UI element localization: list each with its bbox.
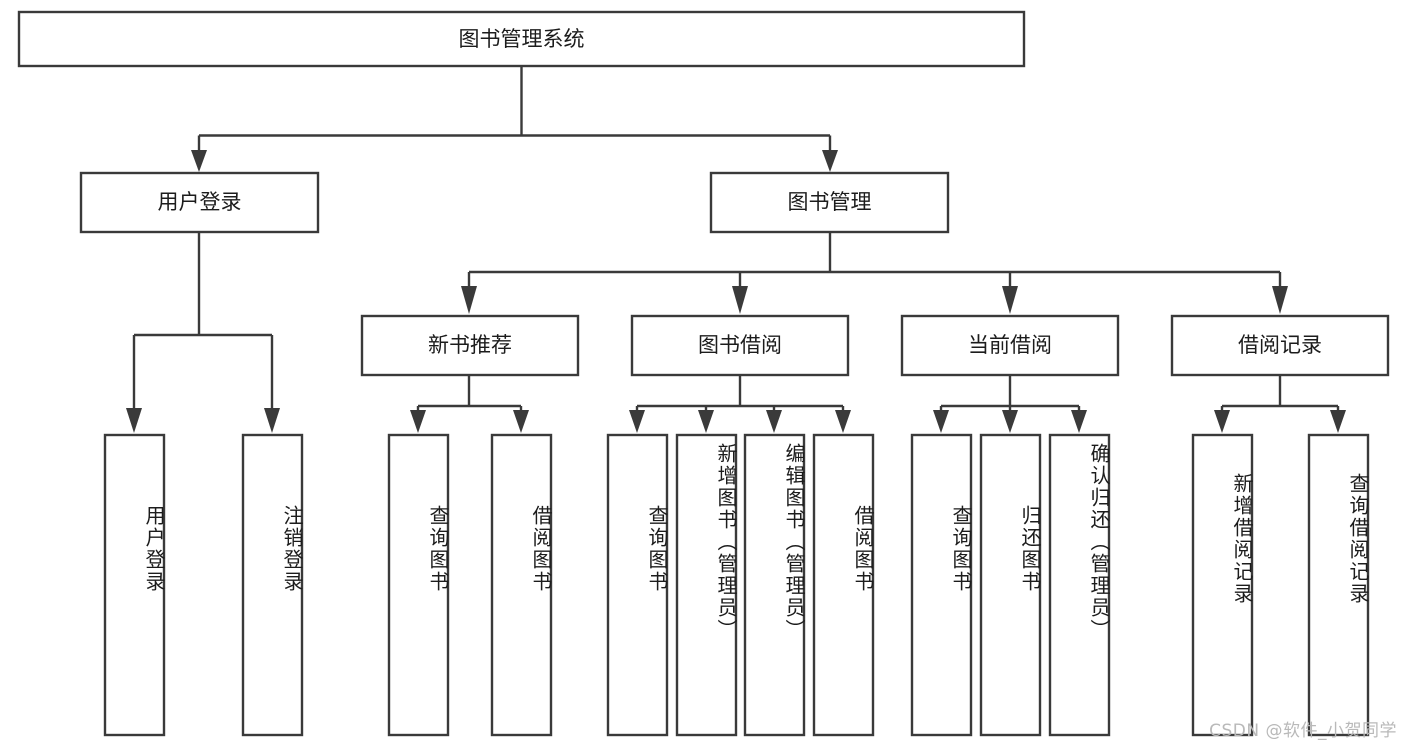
arrow-head-book-management xyxy=(822,150,838,172)
arrow-head-leaf-query-record xyxy=(1330,410,1346,433)
node-box-leaf-query-record[interactable] xyxy=(1307,433,1370,737)
connector-group-root xyxy=(191,66,838,172)
leaf-boxes xyxy=(103,433,1370,737)
node-label-borrow-record: 借阅记录 xyxy=(1238,333,1322,357)
arrow-head-new-book-recommend xyxy=(461,286,477,314)
node-box-leaf-add-record[interactable] xyxy=(1191,433,1254,737)
arrow-head-leaf-return-book xyxy=(1002,410,1018,433)
arrow-head-leaf-add-book xyxy=(698,410,714,433)
arrow-head-leaf-user-login xyxy=(126,408,142,433)
node-current-borrow[interactable]: 当前借阅 xyxy=(900,314,1120,377)
arrow-head-leaf-confirm-return xyxy=(1071,410,1087,433)
arrow-head-book-borrow xyxy=(732,286,748,314)
node-box-leaf-logout-login[interactable] xyxy=(241,433,304,737)
node-book-borrow[interactable]: 图书借阅 xyxy=(630,314,850,377)
csdn-watermark: CSDN @软件_小贺同学 xyxy=(1209,721,1397,741)
node-box-book-management xyxy=(709,171,950,234)
node-user-login[interactable]: 用户登录 xyxy=(79,171,320,234)
node-label-book-borrow: 图书借阅 xyxy=(698,333,782,357)
node-box-borrow-record xyxy=(1170,314,1390,377)
node-box-new-book-recommend xyxy=(360,314,580,377)
arrow-head-leaf-logout-login xyxy=(264,408,280,433)
node-box-title-system xyxy=(17,10,1026,68)
arrow-head-leaf-query-book-1 xyxy=(410,410,426,433)
node-box-leaf-edit-book[interactable] xyxy=(743,433,806,737)
node-box-leaf-query-book-3[interactable] xyxy=(910,433,973,737)
node-box-current-borrow xyxy=(900,314,1120,377)
node-box-leaf-return-book[interactable] xyxy=(979,433,1042,737)
node-label-book-management: 图书管理 xyxy=(788,190,872,214)
arrow-head-leaf-borrow-book-2 xyxy=(835,410,851,433)
arrow-head-leaf-query-book-2 xyxy=(629,410,645,433)
node-label-user-login: 用户登录 xyxy=(158,190,242,214)
node-box-user-login xyxy=(79,171,320,234)
node-title-system[interactable]: 图书管理系统 xyxy=(17,10,1026,68)
arrow-head-leaf-add-record xyxy=(1214,410,1230,433)
node-box-leaf-user-login[interactable] xyxy=(103,433,166,737)
node-label-current-borrow: 当前借阅 xyxy=(968,333,1052,357)
arrow-head-current-borrow xyxy=(1002,286,1018,314)
node-box-leaf-query-book-1[interactable] xyxy=(387,433,450,737)
node-box-leaf-borrow-book-2[interactable] xyxy=(812,433,875,737)
connector-group-book-borrow xyxy=(629,375,851,433)
node-borrow-record[interactable]: 借阅记录 xyxy=(1170,314,1390,377)
node-box-leaf-query-book-2[interactable] xyxy=(606,433,669,737)
arrow-head-leaf-query-book-3 xyxy=(933,410,949,433)
node-label-title-system: 图书管理系统 xyxy=(459,27,585,51)
connector-group-new-book-recommend xyxy=(410,375,529,433)
arrow-head-leaf-borrow-book-1 xyxy=(513,410,529,433)
connector-group-current-borrow xyxy=(933,375,1087,433)
node-label-new-book-recommend: 新书推荐 xyxy=(428,333,512,357)
node-box-leaf-confirm-return[interactable] xyxy=(1048,433,1111,737)
arrow-head-borrow-record xyxy=(1272,286,1288,314)
connector-group-borrow-record xyxy=(1214,375,1346,433)
connector-group-book-management xyxy=(461,232,1288,314)
node-box-book-borrow xyxy=(630,314,850,377)
node-new-book-recommend[interactable]: 新书推荐 xyxy=(360,314,580,377)
node-box-leaf-borrow-book-1[interactable] xyxy=(490,433,553,737)
connector-group-user-login xyxy=(126,232,280,433)
arrow-head-user-login xyxy=(191,150,207,172)
node-book-management[interactable]: 图书管理 xyxy=(709,171,950,234)
arrow-head-leaf-edit-book xyxy=(766,410,782,433)
node-box-leaf-add-book[interactable] xyxy=(675,433,738,737)
